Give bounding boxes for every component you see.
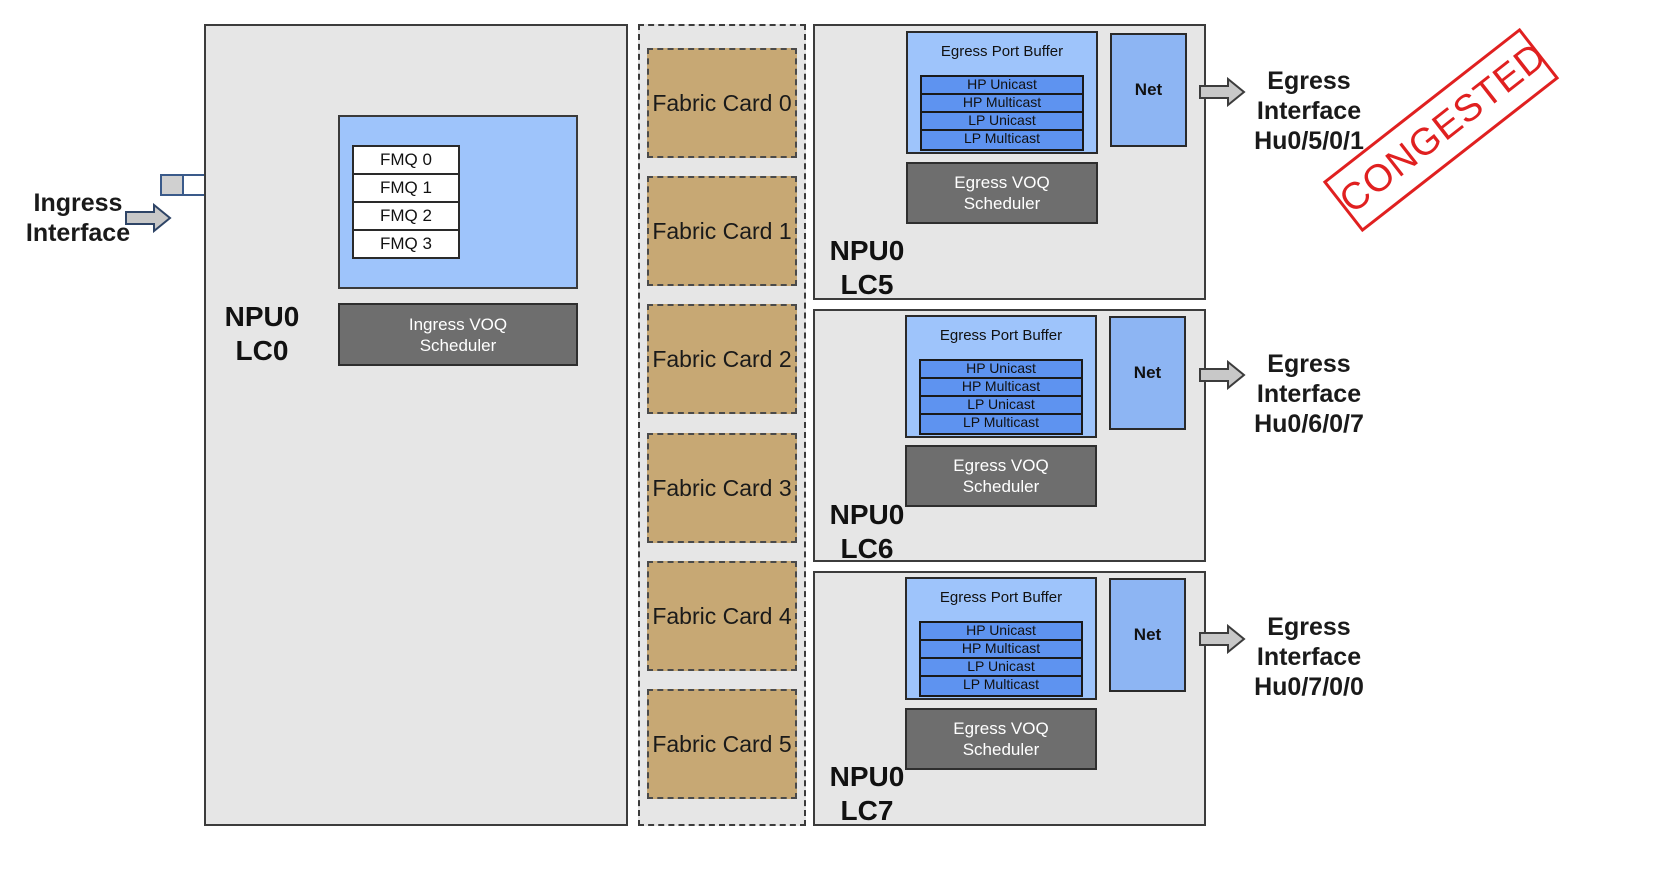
egress-voq-scheduler-lc5: Egress VOQ Scheduler <box>906 162 1098 224</box>
queue-lp-unicast: LP Unicast <box>920 111 1084 133</box>
fabric-card-4-label: Fabric Card 4 <box>652 602 792 629</box>
egress-scheduler-line1: Egress VOQ <box>953 456 1049 475</box>
lc7-npu-label: NPU0 <box>829 761 905 792</box>
egress-arrow-icon <box>1199 624 1246 654</box>
fmq-1: FMQ 1 <box>352 173 460 203</box>
fmq-2-label: FMQ 2 <box>380 206 432 225</box>
egress-iface-line1: Egress <box>1267 350 1351 378</box>
lc6-lc-label: LC6 <box>840 533 894 564</box>
queue-hp-multicast: HP Multicast <box>919 639 1083 661</box>
egress-iface-line1: Egress <box>1267 613 1351 641</box>
lc5-lc-label: LC5 <box>840 269 894 300</box>
lc0-lc-label: LC0 <box>235 335 289 366</box>
lc0-label: NPU0 LC0 <box>212 300 312 368</box>
fabric-card-1-label: Fabric Card 1 <box>652 217 792 244</box>
egress-buffer-title: Egress Port Buffer <box>940 43 1064 60</box>
fabric-card-0-label: Fabric Card 0 <box>652 89 792 116</box>
lc5-npu-label: NPU0 <box>829 235 905 266</box>
lc7-lc-label: LC7 <box>840 795 894 826</box>
egress-scheduler-line2: Scheduler <box>962 477 1040 496</box>
egress-voq-scheduler-lc6: Egress VOQ Scheduler <box>905 445 1097 507</box>
fmq-1-label: FMQ 1 <box>380 178 432 197</box>
egress-iface-name: Hu0/5/0/1 <box>1254 127 1364 155</box>
net-label: Net <box>1133 625 1162 644</box>
egress-buffer-title: Egress Port Buffer <box>939 589 1063 606</box>
egress-scheduler-line2: Scheduler <box>963 194 1041 213</box>
fabric-card-5-label: Fabric Card 5 <box>652 730 792 757</box>
fmq-0-label: FMQ 0 <box>380 150 432 169</box>
egress-iface-line2: Interface <box>1256 97 1362 125</box>
egress-iface-line2: Interface <box>1256 643 1362 671</box>
lc6-label: NPU0 LC6 <box>822 498 912 566</box>
egress-iface-name: Hu0/7/0/0 <box>1254 673 1364 701</box>
lc0-npu-label: NPU0 <box>224 301 300 332</box>
net-label: Net <box>1133 363 1162 382</box>
egress-port-buffer-lc5: Egress Port Buffer HP Unicast HP Multica… <box>906 31 1098 154</box>
fabric-card-0: Fabric Card 0 <box>647 48 797 158</box>
fabric-card-4: Fabric Card 4 <box>647 561 797 671</box>
fabric-card-5: Fabric Card 5 <box>647 689 797 799</box>
egress-port-buffer-lc7: Egress Port Buffer HP Unicast HP Multica… <box>905 577 1097 700</box>
lc5-label: NPU0 LC5 <box>822 234 912 302</box>
egress-scheduler-line2: Scheduler <box>962 740 1040 759</box>
egress-interface-lc5: Egress Interface Hu0/5/0/1 <box>1236 66 1382 156</box>
net-lc5: Net <box>1110 33 1187 147</box>
lc6-npu-label: NPU0 <box>829 499 905 530</box>
egress-scheduler-line1: Egress VOQ <box>954 173 1050 192</box>
packet-header-cell <box>160 174 184 196</box>
net-lc6: Net <box>1109 316 1186 430</box>
ingress-label-line2: Interface <box>25 219 131 247</box>
queue-lp-unicast: LP Unicast <box>919 657 1083 679</box>
egress-interface-lc7: Egress Interface Hu0/7/0/0 <box>1236 612 1382 702</box>
queue-lp-multicast: LP Multicast <box>920 129 1084 151</box>
egress-iface-name: Hu0/6/0/7 <box>1254 410 1364 438</box>
egress-iface-line2: Interface <box>1256 380 1362 408</box>
fmq-3: FMQ 3 <box>352 229 460 259</box>
ingress-scheduler-line1: Ingress VOQ <box>408 314 508 334</box>
fabric-card-3: Fabric Card 3 <box>647 433 797 543</box>
fabric-card-1: Fabric Card 1 <box>647 176 797 286</box>
queue-lp-multicast: LP Multicast <box>919 413 1083 435</box>
net-lc7: Net <box>1109 578 1186 692</box>
egress-voq-scheduler-lc7: Egress VOQ Scheduler <box>905 708 1097 770</box>
fmq-3-label: FMQ 3 <box>380 234 432 253</box>
queue-lp-multicast: LP Multicast <box>919 675 1083 697</box>
egress-scheduler-line1: Egress VOQ <box>953 719 1049 738</box>
fabric-card-2-label: Fabric Card 2 <box>652 345 792 372</box>
fmq-2: FMQ 2 <box>352 201 460 231</box>
ingress-interface-label: Ingress Interface <box>8 188 148 248</box>
egress-interface-lc6: Egress Interface Hu0/6/0/7 <box>1236 349 1382 439</box>
ingress-label-line1: Ingress <box>33 189 123 217</box>
net-label: Net <box>1134 80 1163 99</box>
lc7-label: NPU0 LC7 <box>822 760 912 828</box>
fabric-card-2: Fabric Card 2 <box>647 304 797 414</box>
ingress-scheduler-line2: Scheduler <box>419 335 497 355</box>
ingress-voq-scheduler: Ingress VOQ Scheduler <box>338 303 578 366</box>
egress-arrow-icon <box>1199 77 1246 107</box>
ingress-arrow-icon <box>125 203 172 233</box>
fabric-card-3-label: Fabric Card 3 <box>652 474 792 501</box>
egress-port-buffer-lc6: Egress Port Buffer HP Unicast HP Multica… <box>905 315 1097 438</box>
fmq-0: FMQ 0 <box>352 145 460 175</box>
egress-iface-line1: Egress <box>1267 67 1351 95</box>
egress-arrow-icon <box>1199 360 1246 390</box>
egress-buffer-title: Egress Port Buffer <box>939 327 1063 344</box>
